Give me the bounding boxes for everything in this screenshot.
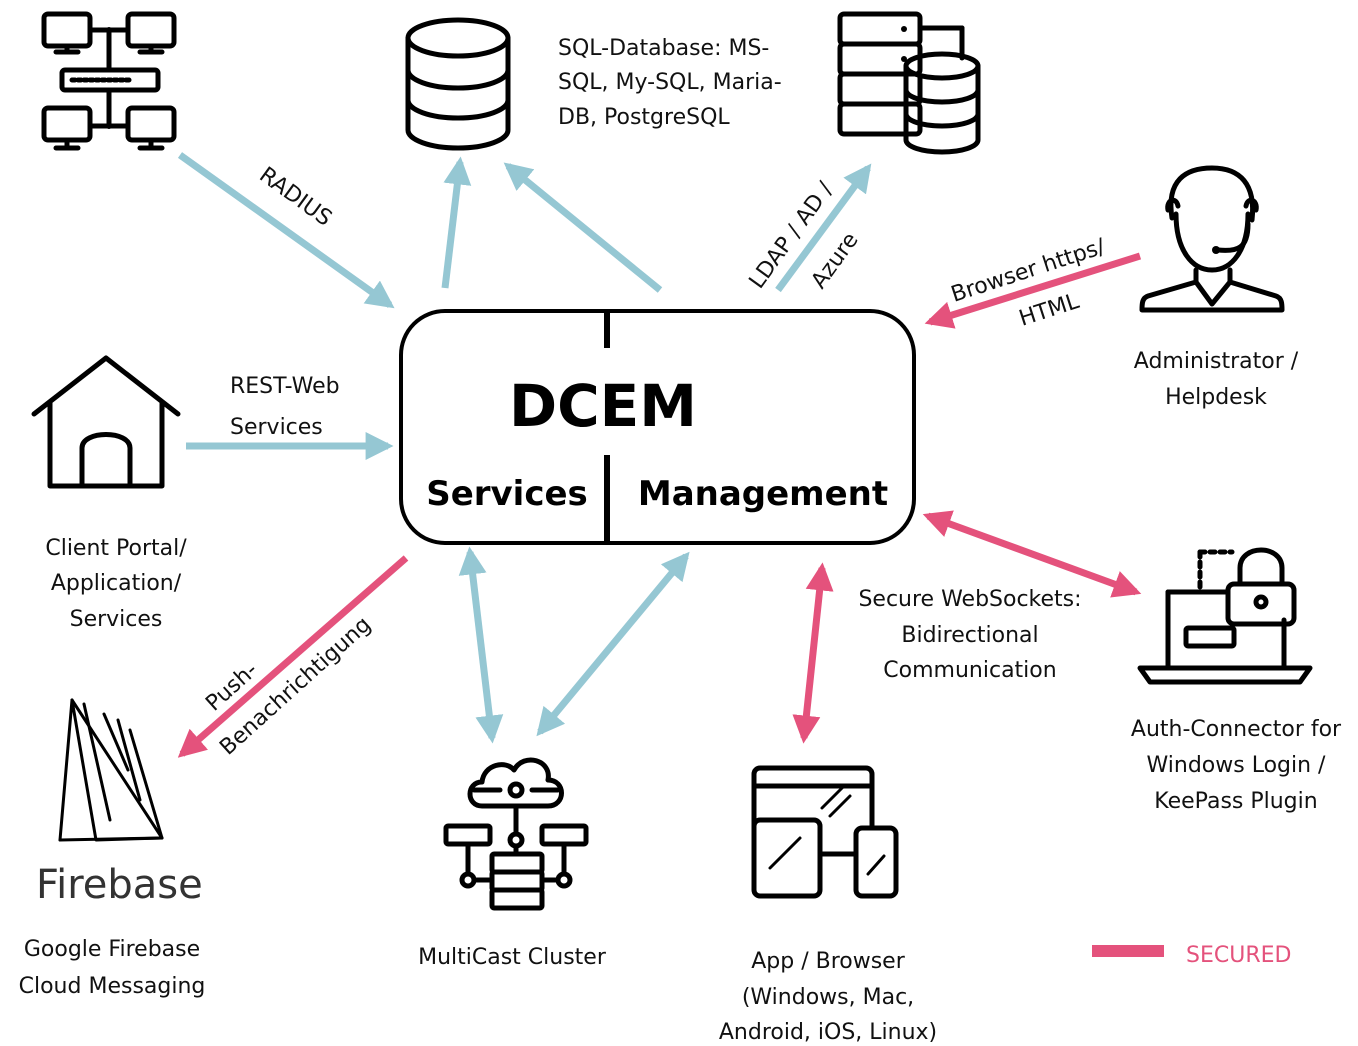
authconnector-label: Auth-Connector for Windows Login / KeePa…	[1131, 717, 1342, 814]
laptop-lock-icon	[1137, 547, 1313, 685]
cluster-arrow-2	[536, 551, 690, 737]
websocket-label: Secure WebSockets: Bidirectional Communi…	[858, 587, 1081, 683]
legend-label: SECURED	[1186, 943, 1291, 968]
server-database-icon	[837, 11, 981, 155]
multi-device-icon	[751, 765, 899, 899]
house-icon	[31, 355, 181, 489]
svg-text:SQL-Database: MS-: SQL-Database: MS-	[558, 36, 769, 61]
svg-text:Application/: Application/	[51, 571, 182, 596]
database-icon	[405, 17, 511, 151]
dcem-title: DCEM	[509, 372, 697, 440]
browser-label: Browser https/ HTML	[948, 234, 1109, 331]
svg-text:Helpdesk: Helpdesk	[1165, 385, 1267, 410]
firebase-label: Google Firebase Cloud Messaging	[19, 937, 206, 999]
firebase-icon	[58, 698, 164, 842]
client-label: Client Portal/ Application/ Services	[45, 536, 187, 632]
svg-text:App / Browser: App / Browser	[751, 949, 905, 974]
legend-swatch	[1092, 945, 1164, 957]
svg-text:Bidirectional: Bidirectional	[901, 623, 1038, 648]
svg-text:REST-Web: REST-Web	[230, 374, 340, 399]
browser-arrow	[924, 252, 1142, 329]
svg-text:SQL, My-SQL, Maria-: SQL, My-SQL, Maria-	[558, 70, 782, 95]
dcem-management-label: Management	[638, 474, 888, 514]
admin-label: Administrator / Helpdesk	[1134, 349, 1299, 410]
websocket-arrow	[922, 510, 1142, 598]
dcem-services-label: Services	[426, 474, 588, 514]
svg-text:Secure WebSockets:: Secure WebSockets:	[858, 587, 1081, 612]
svg-text:Services: Services	[230, 415, 323, 440]
svg-text:Cloud Messaging: Cloud Messaging	[19, 974, 206, 999]
devices-label: App / Browser (Windows, Mac, Android, iO…	[719, 949, 937, 1045]
database-label: SQL-Database: MS- SQL, My-SQL, Maria- DB…	[558, 36, 782, 130]
svg-text:Auth-Connector for: Auth-Connector for	[1131, 717, 1342, 742]
firebase-logo-text: Firebase	[36, 862, 203, 908]
network-switch-icon	[41, 11, 177, 151]
db-arrow-1	[441, 156, 472, 289]
helpdesk-agent-icon	[1139, 165, 1285, 313]
svg-text:Administrator /: Administrator /	[1134, 349, 1299, 374]
devices-arrow	[792, 562, 834, 744]
svg-text:Client Portal/: Client Portal/	[45, 536, 187, 561]
cluster-arrow-1	[458, 546, 504, 744]
svg-text:Services: Services	[70, 607, 163, 632]
svg-text:(Windows, Mac,: (Windows, Mac,	[742, 985, 914, 1010]
radius-label: RADIUS	[254, 163, 336, 232]
legend: SECURED	[1092, 943, 1291, 968]
svg-text:Android, iOS, Linux): Android, iOS, Linux)	[719, 1020, 937, 1045]
dcem-center-box: DCEM Services Management	[399, 309, 916, 545]
push-label: Push- Benachrichtigung	[201, 612, 376, 760]
cloud-cluster-icon	[443, 757, 589, 911]
db-arrow-2	[503, 162, 663, 293]
ldap-arrow	[775, 163, 872, 293]
cluster-label: MultiCast Cluster	[418, 945, 607, 970]
rest-label: REST-Web Services	[230, 374, 340, 440]
svg-text:KeePass Plugin: KeePass Plugin	[1154, 789, 1317, 814]
push-arrow	[177, 555, 409, 758]
svg-text:Communication: Communication	[883, 658, 1056, 683]
svg-text:DB, PostgreSQL: DB, PostgreSQL	[558, 105, 730, 130]
svg-text:Windows Login /: Windows Login /	[1147, 753, 1327, 778]
radius-arrow	[177, 152, 395, 309]
svg-text:Google Firebase: Google Firebase	[24, 937, 200, 962]
